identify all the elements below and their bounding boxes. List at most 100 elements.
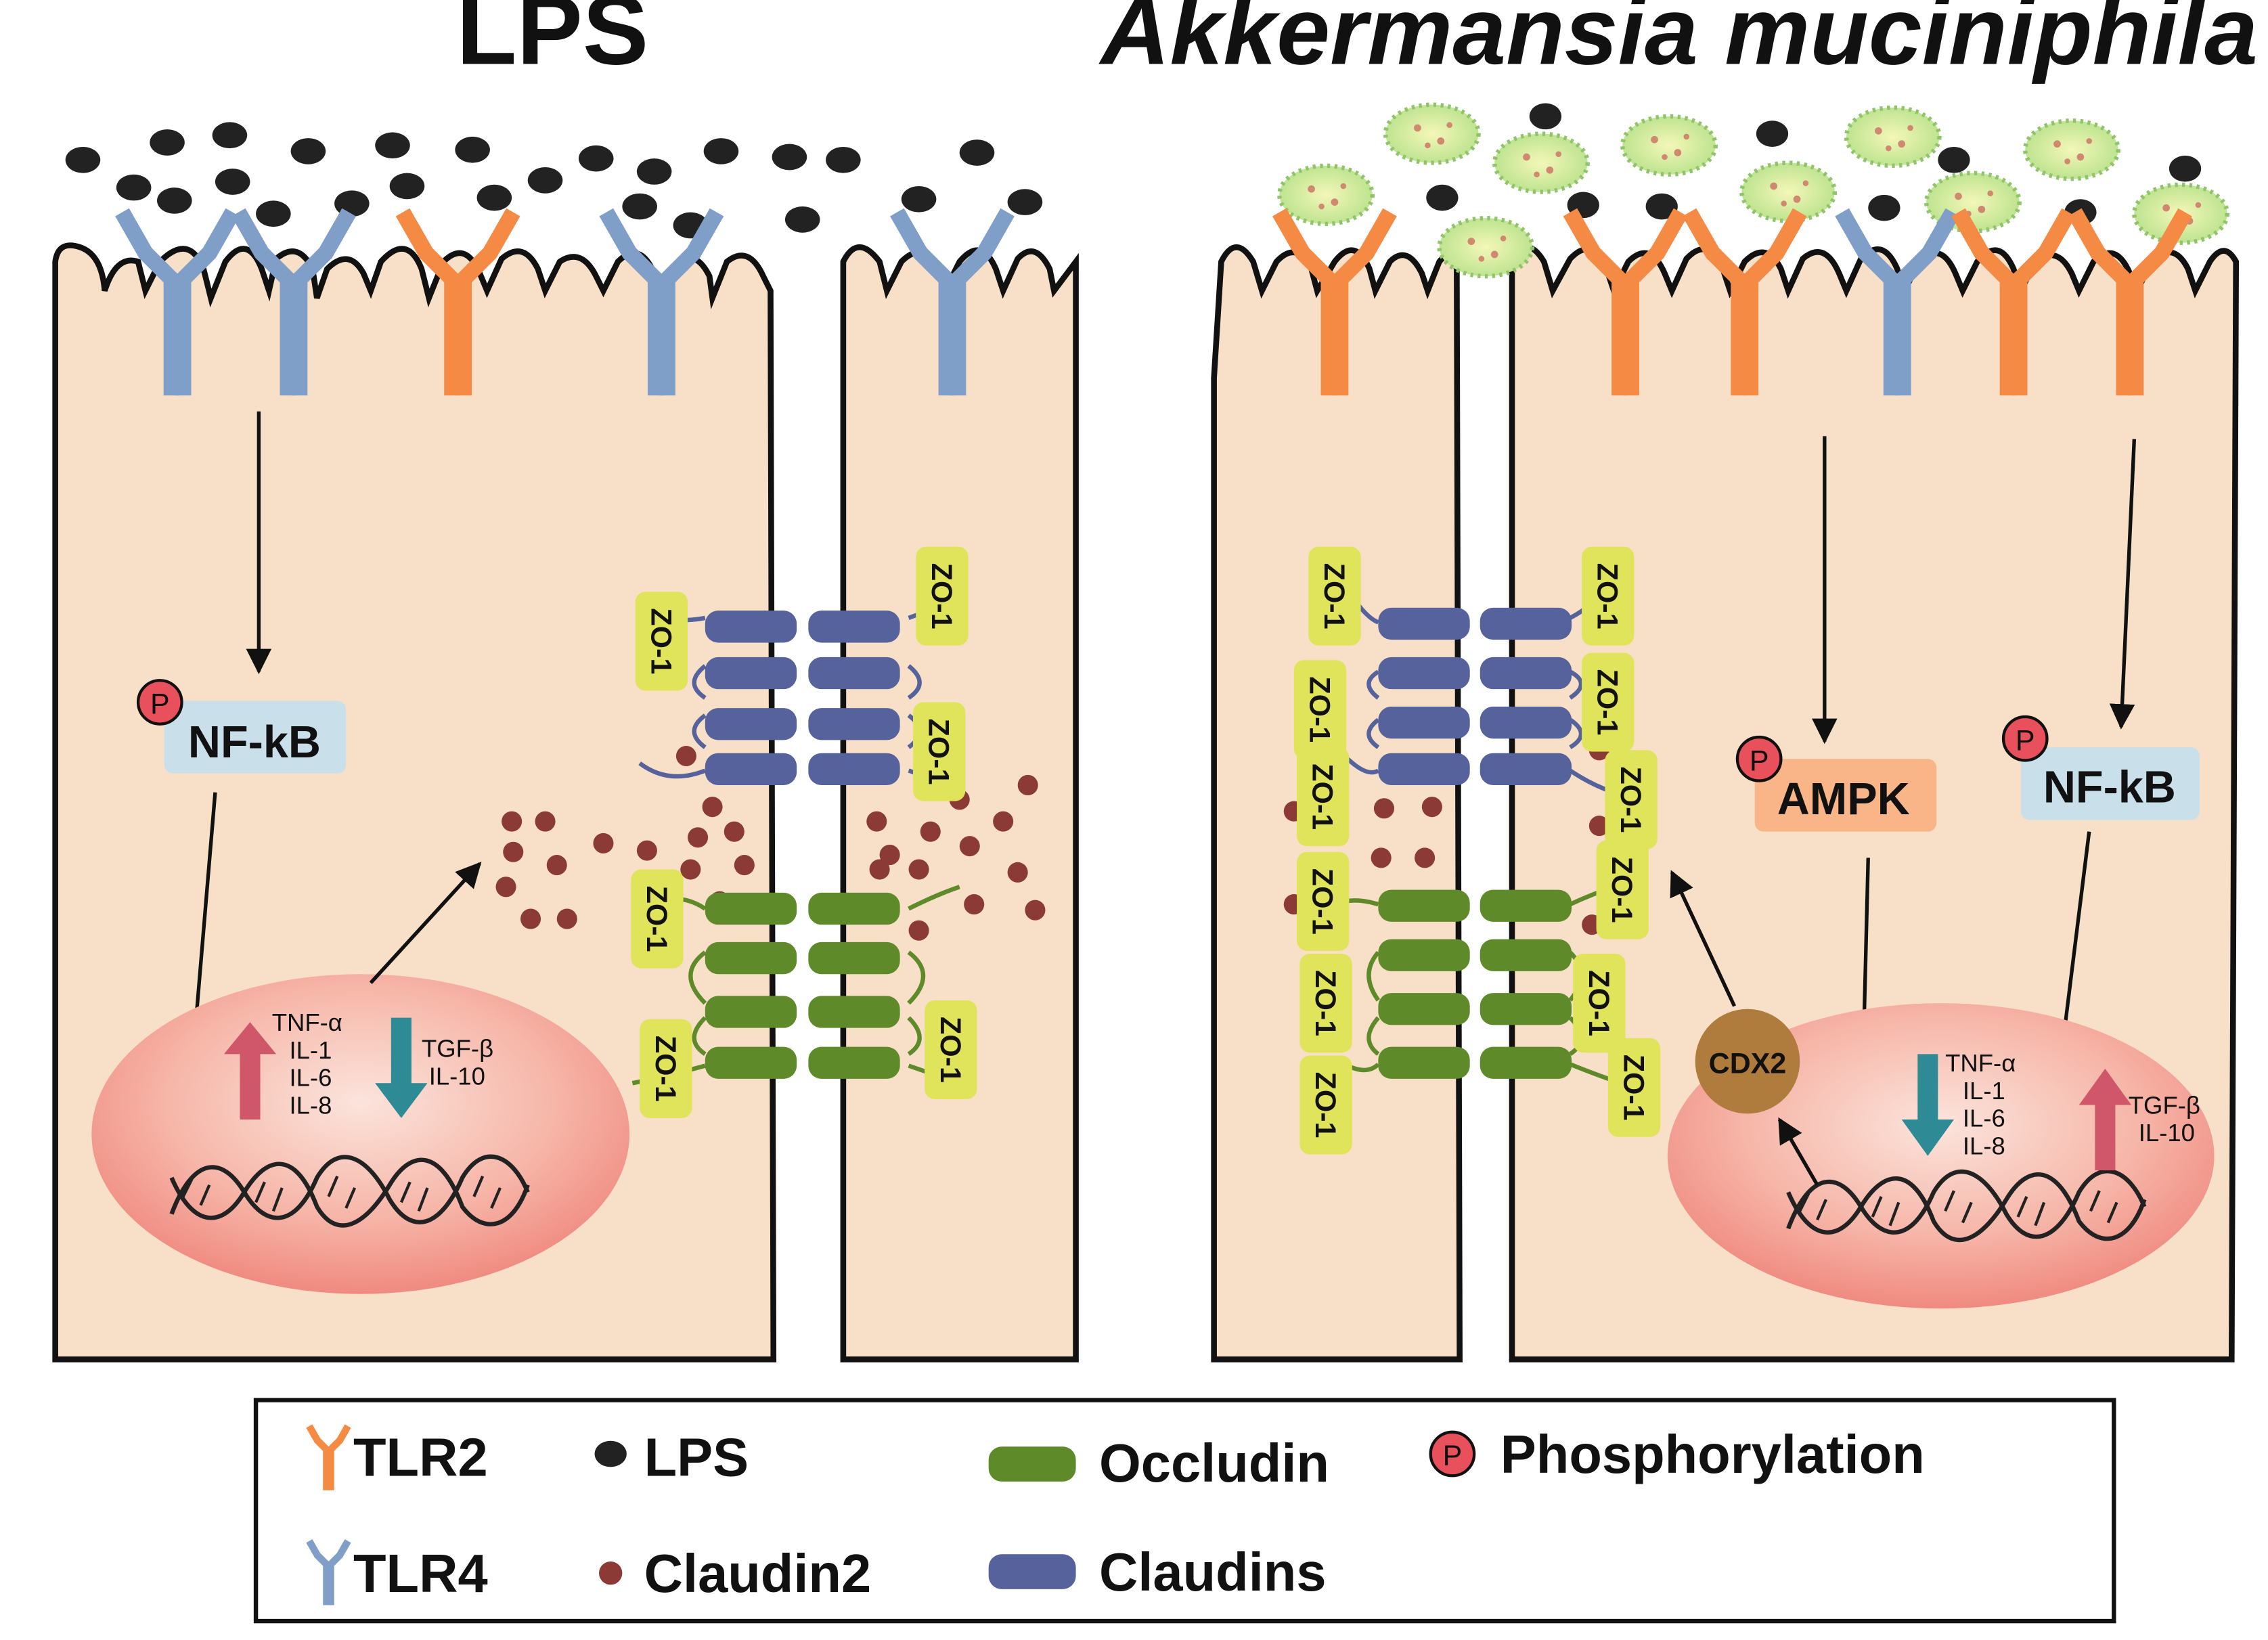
- right-panel-title: Akkermansia muciniphila: [1098, 0, 2258, 85]
- ampk-phospho-icon: [1735, 735, 1783, 782]
- left-claudins: [638, 594, 954, 794]
- svg-text:ZO-1: ZO-1: [1591, 563, 1624, 629]
- left-up-cytokine-1: TNF-α: [272, 1009, 342, 1036]
- svg-text:ZO-1: ZO-1: [922, 719, 955, 785]
- left-lps-dots: [65, 122, 1043, 239]
- right-nfkb-label: NF-kB: [2043, 763, 2176, 813]
- svg-text:ZO-1: ZO-1: [1591, 669, 1624, 736]
- right-zo1-tag: ZO-1: [1308, 546, 1361, 646]
- right-claudins: [1343, 594, 1615, 795]
- svg-text:ZO-1: ZO-1: [1605, 857, 1638, 923]
- cdx2-circle: [1695, 1009, 1800, 1114]
- right-zo1-tag: ZO-1: [1605, 750, 1658, 849]
- legend-claudin2-icon: [599, 1561, 623, 1585]
- right-down-cytokine-3: IL-6: [1963, 1105, 2005, 1132]
- legend: TLR2 TLR4 LPS Claudin2 Occludin Claudins…: [253, 1398, 2116, 1624]
- right-zo1-tag: ZO-1: [1573, 954, 1626, 1053]
- cdx2-label: CDX2: [1709, 1047, 1787, 1080]
- legend-claudins-icon: [988, 1554, 1076, 1589]
- right-zo1-tag: ZO-1: [1582, 546, 1635, 646]
- svg-text:ZO-1: ZO-1: [644, 608, 677, 674]
- right-up-arrow: [2078, 1068, 2132, 1171]
- right-down-cytokine-2: IL-1: [1963, 1077, 2005, 1105]
- svg-text:ZO-1: ZO-1: [1306, 868, 1339, 935]
- bacterium-icon: [1741, 163, 1834, 221]
- bacterium-icon: [1440, 218, 1532, 276]
- dna-to-cdx2-arrow: [1777, 1117, 1819, 1187]
- svg-text:ZO-1: ZO-1: [1582, 970, 1615, 1036]
- left-zo1-tag: ZO-1: [640, 1019, 692, 1118]
- legend-tlr2-icon: [306, 1424, 351, 1490]
- legend-occludin-label: Occludin: [1099, 1433, 1329, 1493]
- legend-lps-icon: [594, 1440, 627, 1467]
- right-zo1-tag: ZO-1: [1596, 840, 1649, 939]
- left-up-cytokine-2: IL-1: [289, 1036, 332, 1064]
- left-nfkb-box: [164, 701, 347, 774]
- cdx2-to-junction-arrow: [1670, 870, 1737, 1007]
- svg-text:ZO-1: ZO-1: [1309, 1072, 1341, 1138]
- bacterium-icon: [1385, 105, 1478, 163]
- bacterium-icon: [1279, 166, 1372, 224]
- svg-text:ZO-1: ZO-1: [1617, 1055, 1649, 1121]
- svg-text:ZO-1: ZO-1: [934, 1017, 966, 1083]
- left-zo1-tag: ZO-1: [912, 702, 966, 801]
- right-zo1-tag: ZO-1: [1607, 1038, 1661, 1137]
- legend-claudin2-label: Claudin2: [644, 1543, 872, 1603]
- left-down-arrow: [375, 1017, 428, 1118]
- left-nucleus: [91, 974, 630, 1294]
- right-panel: AMPK P NF-kB P TNF-α IL-1 IL-6 IL-8 TGF-…: [1211, 103, 2240, 1362]
- legend-lps-label: LPS: [644, 1427, 749, 1487]
- right-zo1-tag: ZO-1: [1582, 652, 1635, 752]
- left-phospho-icon: [136, 679, 183, 726]
- svg-text:ZO-1: ZO-1: [1309, 970, 1341, 1036]
- legend-tlr4-icon: [306, 1539, 351, 1605]
- right-nfkb-phospho-icon: [2001, 715, 2049, 762]
- right-nfkb-phospho-mark: P: [2016, 724, 2035, 757]
- bacterium-icon: [1622, 116, 1715, 175]
- left-up-cytokine-3: IL-6: [289, 1064, 332, 1092]
- left-claudin2-dots: [495, 745, 1046, 941]
- svg-text:ZO-1: ZO-1: [1614, 767, 1647, 833]
- ampk-box: [1754, 759, 1937, 832]
- left-zo1-tag: ZO-1: [631, 869, 684, 969]
- legend-phosphorylation-label: Phosphorylation: [1500, 1424, 1925, 1484]
- svg-text:ZO-1: ZO-1: [1306, 763, 1339, 830]
- right-nucleus: [1667, 1003, 2215, 1309]
- ampk-label: AMPK: [1777, 774, 1910, 824]
- right-nfkb-signal-arrow: [2109, 439, 2137, 730]
- left-up-cytokine-4: IL-8: [289, 1091, 332, 1119]
- svg-text:ZO-1: ZO-1: [640, 886, 673, 952]
- left-panel-title: LPS: [456, 0, 648, 85]
- right-zo1-tag: ZO-1: [1297, 851, 1350, 951]
- left-down-cytokine-2: IL-10: [429, 1062, 485, 1090]
- legend-box: [253, 1398, 2116, 1624]
- left-zo1-tag: ZO-1: [635, 592, 688, 691]
- left-nfkb-label: NF-kB: [188, 717, 321, 768]
- right-up-cytokine-1: TGF-β: [2129, 1091, 2200, 1119]
- legend-occludin-icon: [988, 1446, 1076, 1482]
- svg-text:ZO-1: ZO-1: [1303, 676, 1335, 743]
- left-secretion-arrow: [369, 862, 482, 984]
- right-up-cytokine-2: IL-10: [2139, 1119, 2195, 1147]
- left-phospho-mark: P: [150, 688, 170, 721]
- svg-text:ZO-1: ZO-1: [925, 563, 958, 629]
- legend-phospho-icon: [1429, 1430, 1476, 1478]
- right-occludin: [1343, 885, 1622, 1086]
- right-zo1-tag: ZO-1: [1293, 660, 1347, 759]
- left-panel: NF-kB P TNF-α IL-1 IL-6 IL-8 TGF-β IL-10: [52, 122, 1079, 1362]
- left-zo1-tag: ZO-1: [916, 546, 969, 646]
- right-nfkb-box: [2020, 747, 2200, 820]
- svg-text:ZO-1: ZO-1: [649, 1036, 682, 1102]
- right-lps-dots: [1426, 103, 2202, 225]
- legend-phospho-mark: P: [1443, 1440, 1463, 1472]
- bacterium-icon: [1846, 108, 1939, 166]
- left-down-cytokine-1: TGF-β: [422, 1035, 493, 1063]
- right-down-arrow: [1901, 1054, 1954, 1156]
- svg-text:ZO-1: ZO-1: [1318, 563, 1350, 629]
- bacterium-icon: [2025, 120, 2118, 179]
- legend-claudins-label: Claudins: [1099, 1542, 1327, 1602]
- bacterium-icon: [1494, 134, 1587, 192]
- legend-tlr2-label: TLR2: [353, 1427, 488, 1487]
- right-zo1-tag: ZO-1: [1299, 954, 1352, 1053]
